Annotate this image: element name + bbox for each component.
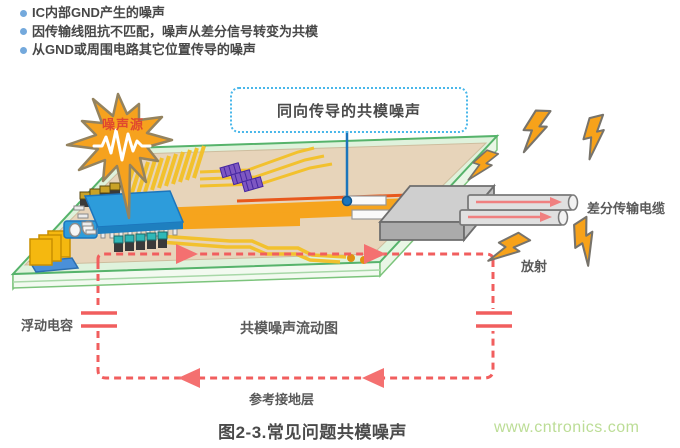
- ic-chip: [73, 190, 185, 239]
- callout-label: 同向传导的共模噪声: [276, 102, 421, 120]
- watermark: www.cntronics.com: [494, 419, 640, 436]
- bullet-dot-icon: [20, 46, 27, 54]
- ground-plane-label: 参考接地层: [249, 392, 315, 407]
- bullet-item: 因传输线阻抗不匹配，噪声从差分信号转变为共模: [20, 23, 318, 42]
- capacitor-symbol-right: [476, 311, 512, 328]
- via-dot: [347, 254, 355, 262]
- bullet-list: IC内部GND产生的噪声 因传输线阻抗不匹配，噪声从差分信号转变为共模 从GND…: [20, 4, 318, 60]
- cable-label: 差分传输电缆: [587, 201, 666, 216]
- loop-arrows: [176, 244, 386, 388]
- noise-burst-icon: [65, 92, 174, 220]
- chip-row-bottom: [113, 231, 168, 252]
- callout-box: 同向传导的共模噪声: [230, 87, 468, 133]
- bullet-text: 因传输线阻抗不匹配，噪声从差分信号转变为共模: [32, 23, 319, 39]
- waveform-icon: [92, 128, 152, 162]
- bullet-text: 从GND或周围电路其它位置传导的噪声: [32, 42, 256, 57]
- floating-capacitor-label: 浮动电容: [21, 318, 74, 333]
- purple-chips: [219, 162, 264, 193]
- capacitor-symbol-left: [81, 311, 117, 328]
- bullet-item: IC内部GND产生的噪声: [20, 4, 318, 23]
- callout-pointer: [341, 131, 353, 207]
- figure-caption: 图2-3.常见问题共模噪声: [218, 423, 407, 442]
- noise-source-label: 噪声源: [101, 117, 144, 132]
- bullet-dot-icon: [20, 28, 27, 36]
- flow-diagram-label: 共模噪声流动图: [240, 320, 338, 336]
- cable-pair: [459, 194, 579, 226]
- bullet-item: 从GND或周围电路其它位置传导的噪声: [20, 41, 318, 60]
- radiation-label: 放射: [521, 259, 548, 274]
- bullet-text: IC内部GND产生的噪声: [32, 5, 165, 20]
- trace-orange-band2: [155, 212, 300, 230]
- bullet-dot-icon: [20, 9, 27, 17]
